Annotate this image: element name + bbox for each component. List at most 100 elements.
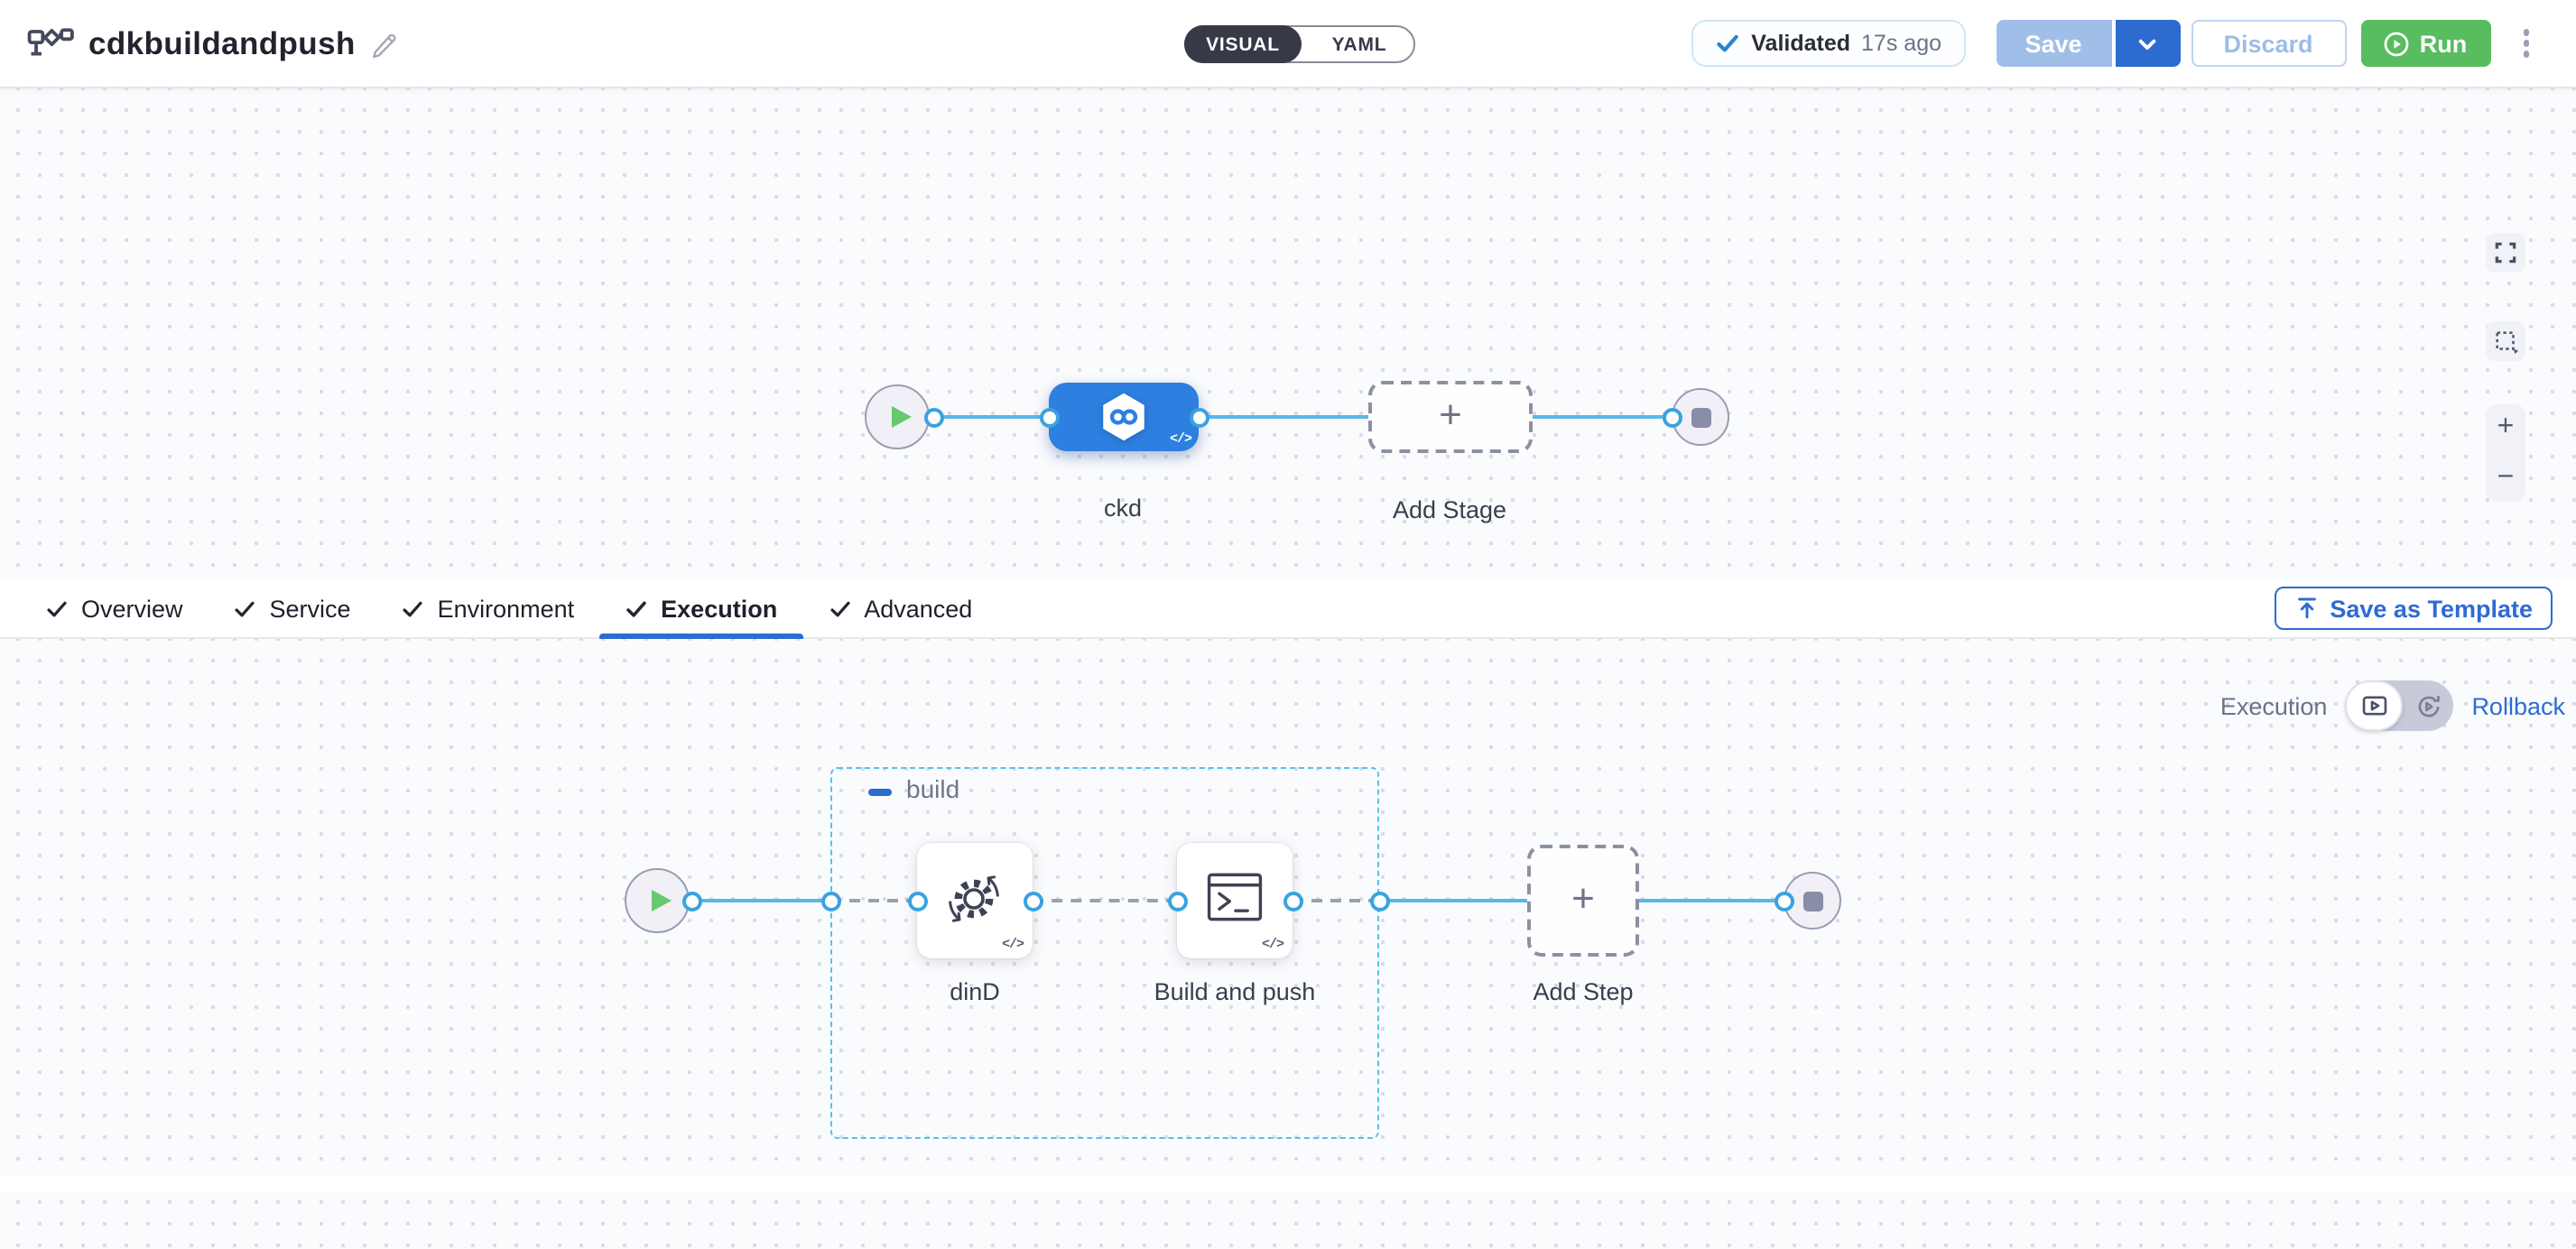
validated-time: 17s ago <box>1861 31 1941 56</box>
step-node-build-and-push[interactable]: </> <box>1177 843 1293 958</box>
code-badge-icon: </> <box>1169 433 1192 448</box>
end-in-port[interactable] <box>1662 407 1682 427</box>
save-menu-button[interactable] <box>2115 20 2180 67</box>
connector <box>1533 414 1672 420</box>
execution-start-node <box>625 868 690 933</box>
end-in-port[interactable] <box>1774 891 1793 911</box>
step-node-dind[interactable]: </> <box>917 843 1033 958</box>
multi-select-button[interactable] <box>2486 321 2525 361</box>
chevron-down-icon <box>2136 32 2159 55</box>
stage-label: ckd <box>1103 495 1142 522</box>
ci-stage-icon <box>1099 392 1148 442</box>
step-label-build-and-push: Build and push <box>1154 978 1316 1005</box>
save-as-template-button[interactable]: Save as Template <box>2274 587 2553 630</box>
add-step-button[interactable]: + <box>1527 845 1639 957</box>
start-play-icon <box>891 406 911 428</box>
rollback-view-button[interactable] <box>2403 680 2453 731</box>
step-out-port[interactable] <box>1023 891 1042 911</box>
connector <box>691 898 830 903</box>
tab-execution[interactable]: Execution <box>599 579 803 639</box>
validated-label: Validated <box>1751 31 1851 56</box>
zoom-controls: + − <box>2486 404 2525 502</box>
run-play-icon <box>2384 30 2411 57</box>
tab-environment[interactable]: Environment <box>376 579 600 637</box>
header-actions: Validated 17s ago Save Discard <box>1691 0 2576 87</box>
toggle-visual[interactable]: VISUAL <box>1184 25 1302 63</box>
upload-icon <box>2293 596 2319 621</box>
plus-icon: + <box>1439 392 1462 437</box>
pipeline-canvas[interactable]: </> ckd + Add Stage <box>0 88 2576 579</box>
group-in-port[interactable] <box>820 891 840 911</box>
pipeline-title: cdkbuildandpush <box>88 24 356 60</box>
pipeline-start-node <box>865 384 930 449</box>
stop-icon <box>1802 891 1822 911</box>
code-badge-icon: </> <box>1261 939 1284 953</box>
rollback-icon <box>2414 692 2442 719</box>
add-stage-button[interactable]: + <box>1368 381 1533 453</box>
check-icon <box>402 597 425 620</box>
run-label: Run <box>2419 30 2468 57</box>
start-play-icon <box>651 890 671 911</box>
plus-icon: + <box>1571 875 1595 921</box>
step-in-port[interactable] <box>1167 891 1187 911</box>
stage-node-ckd[interactable]: </> <box>1049 383 1199 451</box>
header-left: cdkbuildandpush <box>0 23 397 63</box>
connector <box>1639 898 1784 903</box>
execution-canvas[interactable]: Execution <box>0 639 2576 1249</box>
more-options-menu[interactable] <box>2516 23 2536 65</box>
execution-view-label: Execution <box>2219 692 2328 719</box>
docker-dind-gear-icon <box>942 863 1007 931</box>
save-split-button: Save <box>1996 20 2180 67</box>
start-out-port[interactable] <box>681 891 701 911</box>
connector <box>1199 414 1368 420</box>
zoom-in-button[interactable]: + <box>2497 412 2515 442</box>
edit-pencil-icon[interactable] <box>370 30 397 57</box>
execution-rollback-toggle-row: Execution <box>2220 680 2565 731</box>
step-group-build[interactable]: build <box>830 767 1379 1139</box>
step-label-dind: dinD <box>950 978 1000 1005</box>
dashed-connector <box>830 898 917 902</box>
step-in-port[interactable] <box>907 891 927 911</box>
visual-yaml-toggle: VISUAL YAML <box>1184 25 1415 63</box>
group-out-port[interactable] <box>1369 891 1389 911</box>
rollback-link[interactable]: Rollback <box>2471 692 2565 719</box>
discard-button[interactable]: Discard <box>2191 20 2346 67</box>
tab-overview[interactable]: Overview <box>20 579 208 637</box>
execution-view-icon <box>2360 693 2387 718</box>
toggle-yaml[interactable]: YAML <box>1331 33 1387 55</box>
check-icon <box>45 597 69 620</box>
check-icon <box>625 597 648 620</box>
canvas-divider <box>0 1175 2576 1191</box>
stop-icon <box>1691 407 1710 427</box>
validated-badge[interactable]: Validated 17s ago <box>1691 20 1965 67</box>
step-out-port[interactable] <box>1283 891 1302 911</box>
tab-service[interactable]: Service <box>208 579 376 637</box>
code-badge-icon: </> <box>1001 939 1024 953</box>
selection-marquee-icon <box>2492 328 2519 355</box>
step-group-label: build <box>906 774 960 803</box>
check-icon <box>828 597 851 620</box>
stage-out-port[interactable] <box>1189 407 1209 427</box>
tabs: Overview Service Environment Execution <box>20 579 997 639</box>
save-button[interactable]: Save <box>1996 20 2111 67</box>
dashed-connector <box>1293 898 1379 902</box>
stage-in-port[interactable] <box>1039 407 1059 427</box>
dashed-connector <box>1033 898 1177 902</box>
stage-tabbar: Overview Service Environment Execution <box>0 579 2576 639</box>
fullscreen-icon <box>2493 240 2518 265</box>
tab-advanced[interactable]: Advanced <box>802 579 997 637</box>
check-icon <box>234 597 257 620</box>
terminal-icon <box>1202 866 1267 928</box>
run-button[interactable]: Run <box>2360 20 2490 67</box>
view-mode-switch <box>2345 680 2454 731</box>
collapse-group-icon[interactable] <box>868 789 892 795</box>
pipeline-icon <box>27 23 74 63</box>
add-step-label: Add Step <box>1533 978 1634 1005</box>
execution-view-button[interactable] <box>2345 680 2404 731</box>
active-tab-underline <box>599 633 803 639</box>
fullscreen-button[interactable] <box>2486 233 2525 273</box>
zoom-out-button[interactable]: − <box>2497 462 2515 493</box>
validated-check-icon <box>1715 31 1740 56</box>
start-out-port[interactable] <box>923 407 943 427</box>
